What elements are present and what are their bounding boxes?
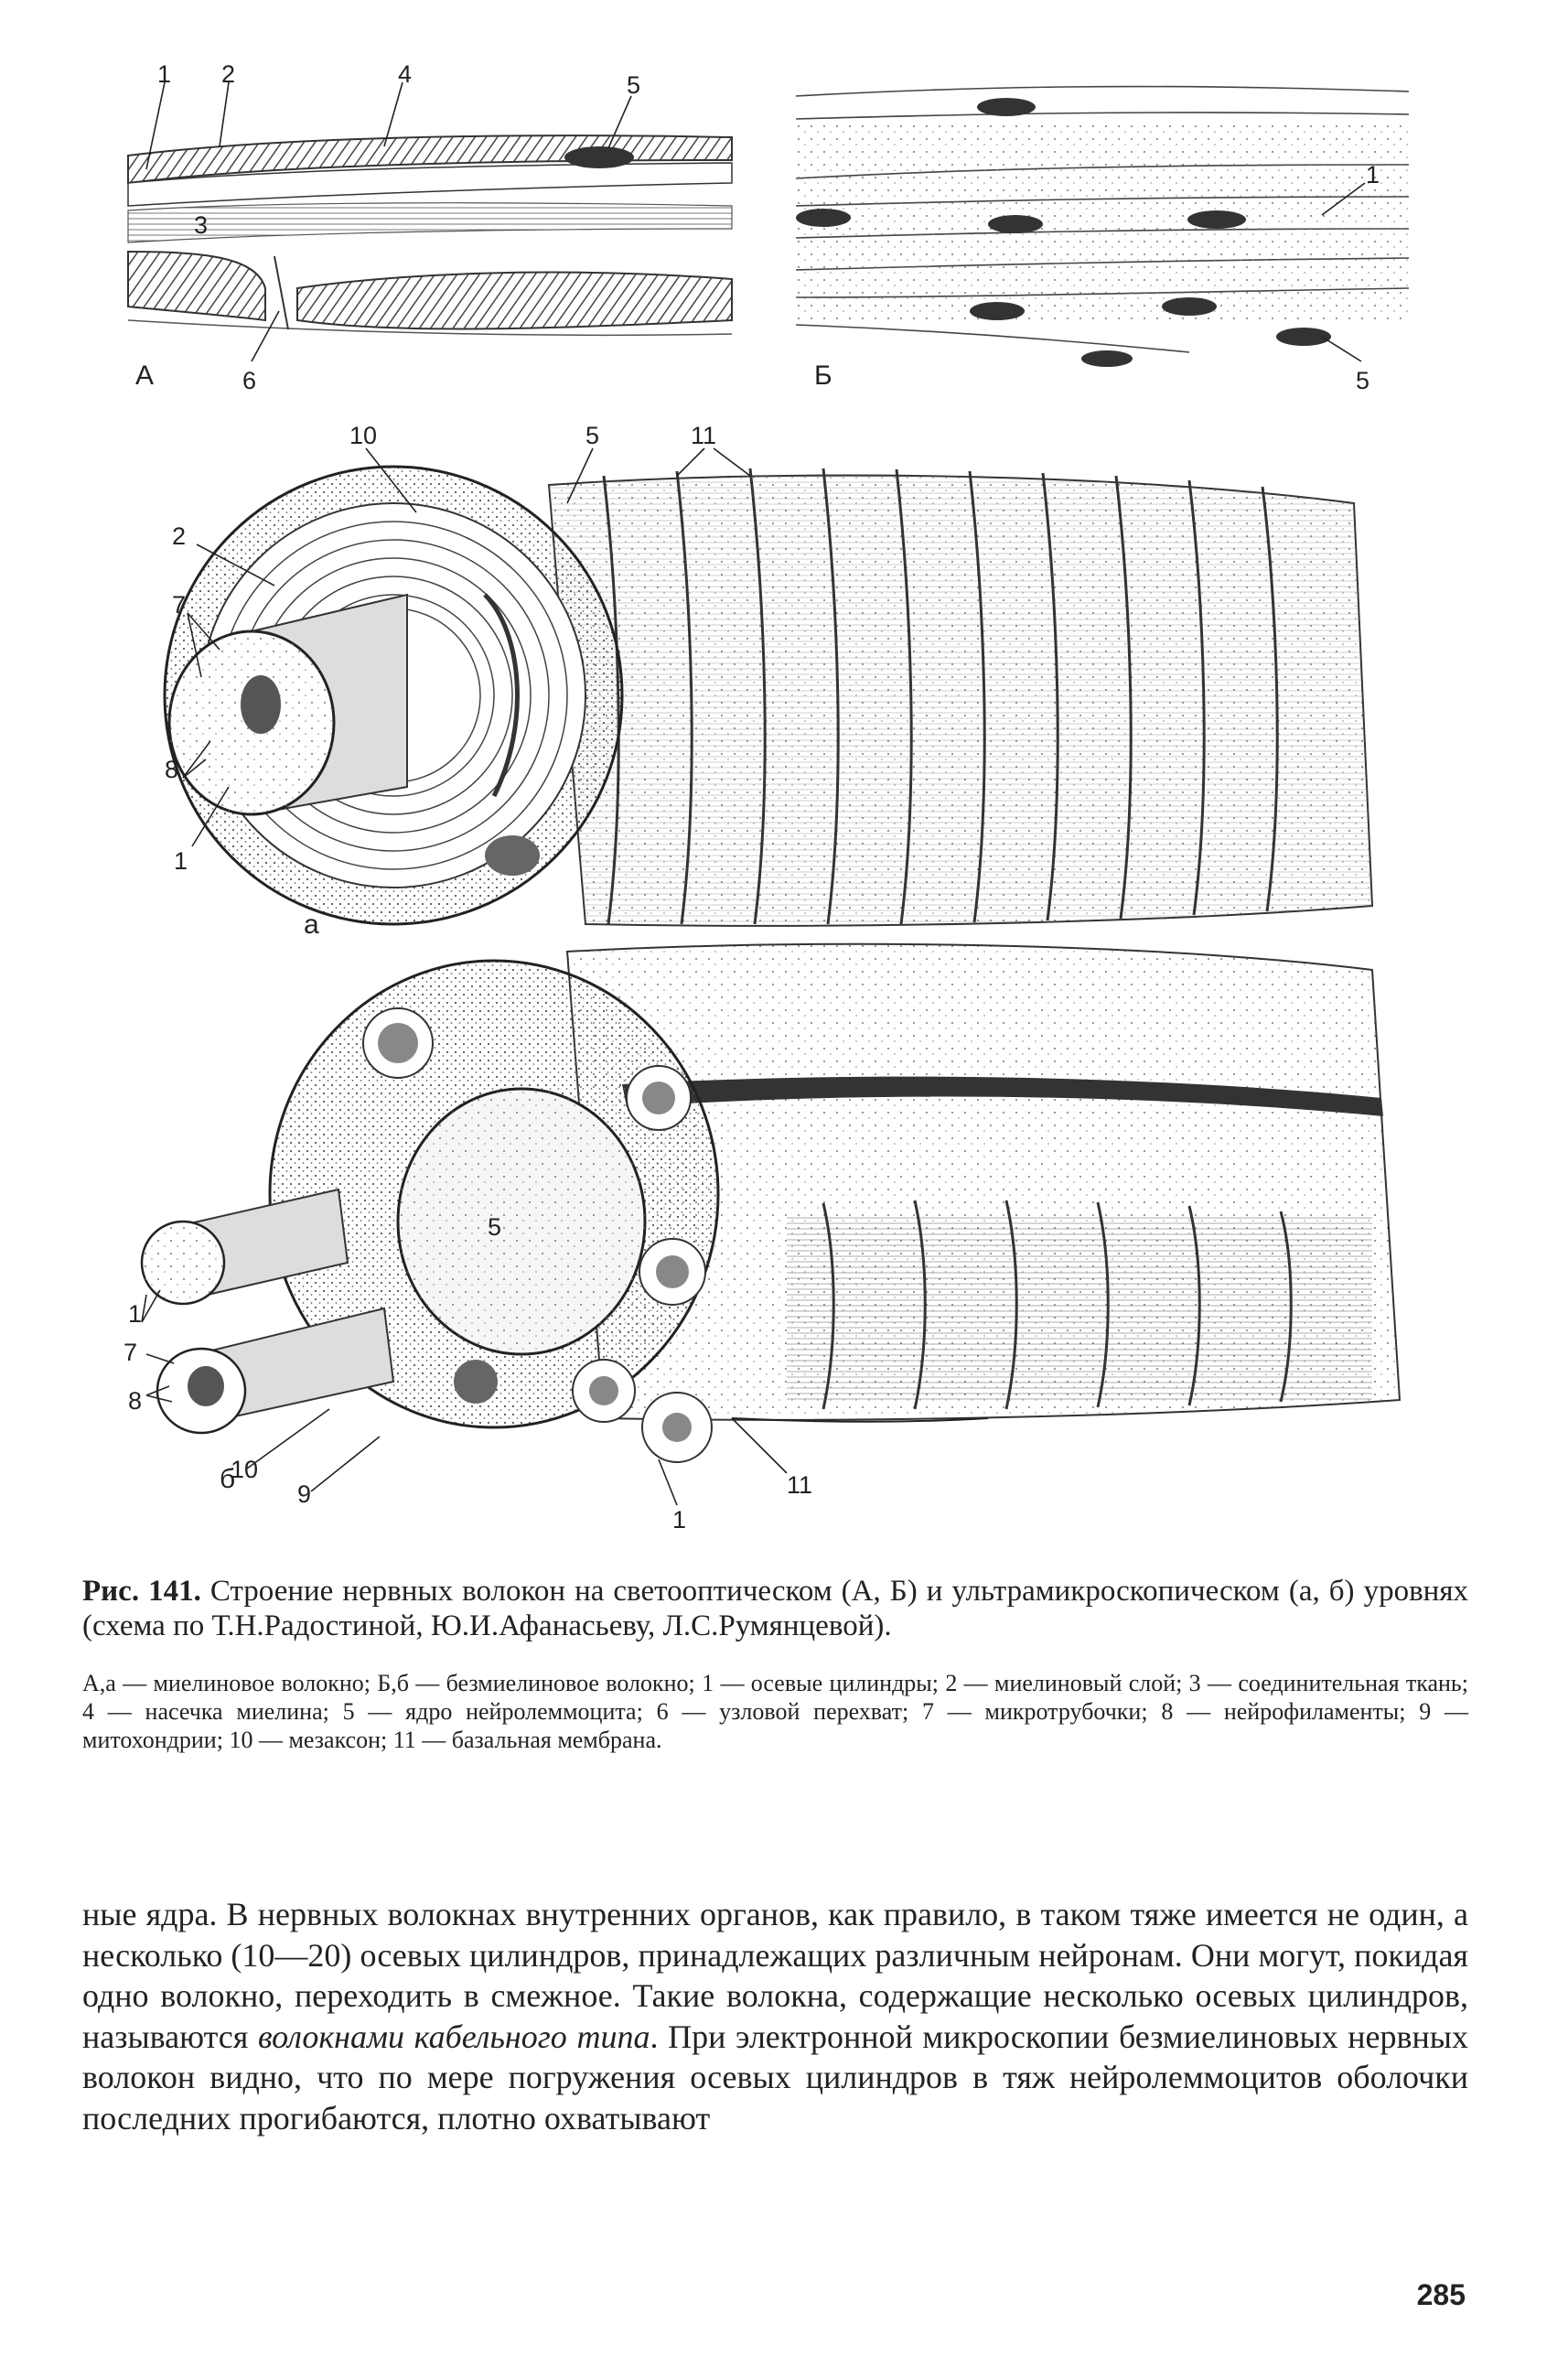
label-a-8: 8 — [165, 756, 178, 783]
panel-label-b-text: б — [220, 1464, 236, 1494]
panel-A-leaders — [145, 81, 632, 362]
term-cable-fibres: волокнами кабельного типа — [257, 2018, 650, 2055]
panel-label-a: а — [304, 909, 319, 940]
panel-A-drawing — [127, 135, 733, 337]
panel-B-drawing — [795, 85, 1410, 353]
figure-141: 1 2 4 5 3 6 А 1 5 Б — [91, 46, 1482, 1528]
label-b-11: 11 — [787, 1471, 812, 1499]
label-A-4: 4 — [398, 60, 412, 88]
panel-label-A: А — [135, 361, 154, 391]
label-a-5: 5 — [585, 422, 599, 449]
caption-number: Рис. 141. — [82, 1575, 201, 1608]
label-A-2: 2 — [221, 60, 235, 88]
label-b-8: 8 — [128, 1387, 142, 1415]
label-b-9: 9 — [297, 1480, 311, 1508]
label-a-10: 10 — [349, 422, 377, 449]
label-b-5: 5 — [488, 1213, 501, 1241]
caption-title-text: Строение нервных волокон на светооптичес… — [82, 1575, 1468, 1642]
panel-a-leaders — [182, 447, 751, 847]
label-A-5: 5 — [627, 71, 640, 99]
label-A-3: 3 — [194, 211, 208, 239]
label-b-7: 7 — [124, 1339, 137, 1366]
body-text: ные ядра. В нервных волокнах внутренних … — [82, 1894, 1468, 2138]
panel-B-nuclei — [796, 98, 1331, 367]
panel-b-drawing — [140, 942, 1402, 1463]
panel-a-drawing — [163, 465, 1374, 927]
label-a-2: 2 — [172, 522, 186, 550]
label-A-1: 1 — [157, 60, 171, 88]
label-b-10: 10 — [231, 1456, 258, 1483]
panel-B-leaders — [1321, 182, 1366, 362]
label-B-5: 5 — [1356, 367, 1369, 394]
label-a-1: 1 — [174, 847, 188, 875]
figure-caption: Рис. 141. Строение нервных волокон на св… — [82, 1574, 1468, 1754]
label-B-1: 1 — [1366, 161, 1380, 188]
caption-legend: А,а — миелиновое волокно; Б,б — безмиели… — [82, 1670, 1468, 1753]
caption-title: Рис. 141. Строение нервных волокон на св… — [82, 1574, 1468, 1643]
panel-label-B: Б — [814, 361, 832, 391]
body-text-part1: ные ядра. В нервных волокнах внутренних … — [82, 1896, 1468, 2055]
label-b-1-left: 1 — [128, 1300, 142, 1328]
body-paragraph: ные ядра. В нервных волокнах внутренних … — [82, 1894, 1468, 2138]
body-text-part2: . При электронной микроскопии безмиелино… — [82, 2018, 1468, 2136]
label-a-11: 11 — [691, 422, 716, 449]
label-a-7: 7 — [172, 591, 186, 619]
figure-drawing: 1 2 4 5 3 6 А 1 5 Б — [124, 60, 1410, 1528]
page-number: 285 — [1416, 2278, 1466, 2311]
label-b-1-right: 1 — [672, 1506, 686, 1528]
label-A-6: 6 — [242, 367, 256, 394]
panel-b-leaders — [141, 1289, 788, 1506]
